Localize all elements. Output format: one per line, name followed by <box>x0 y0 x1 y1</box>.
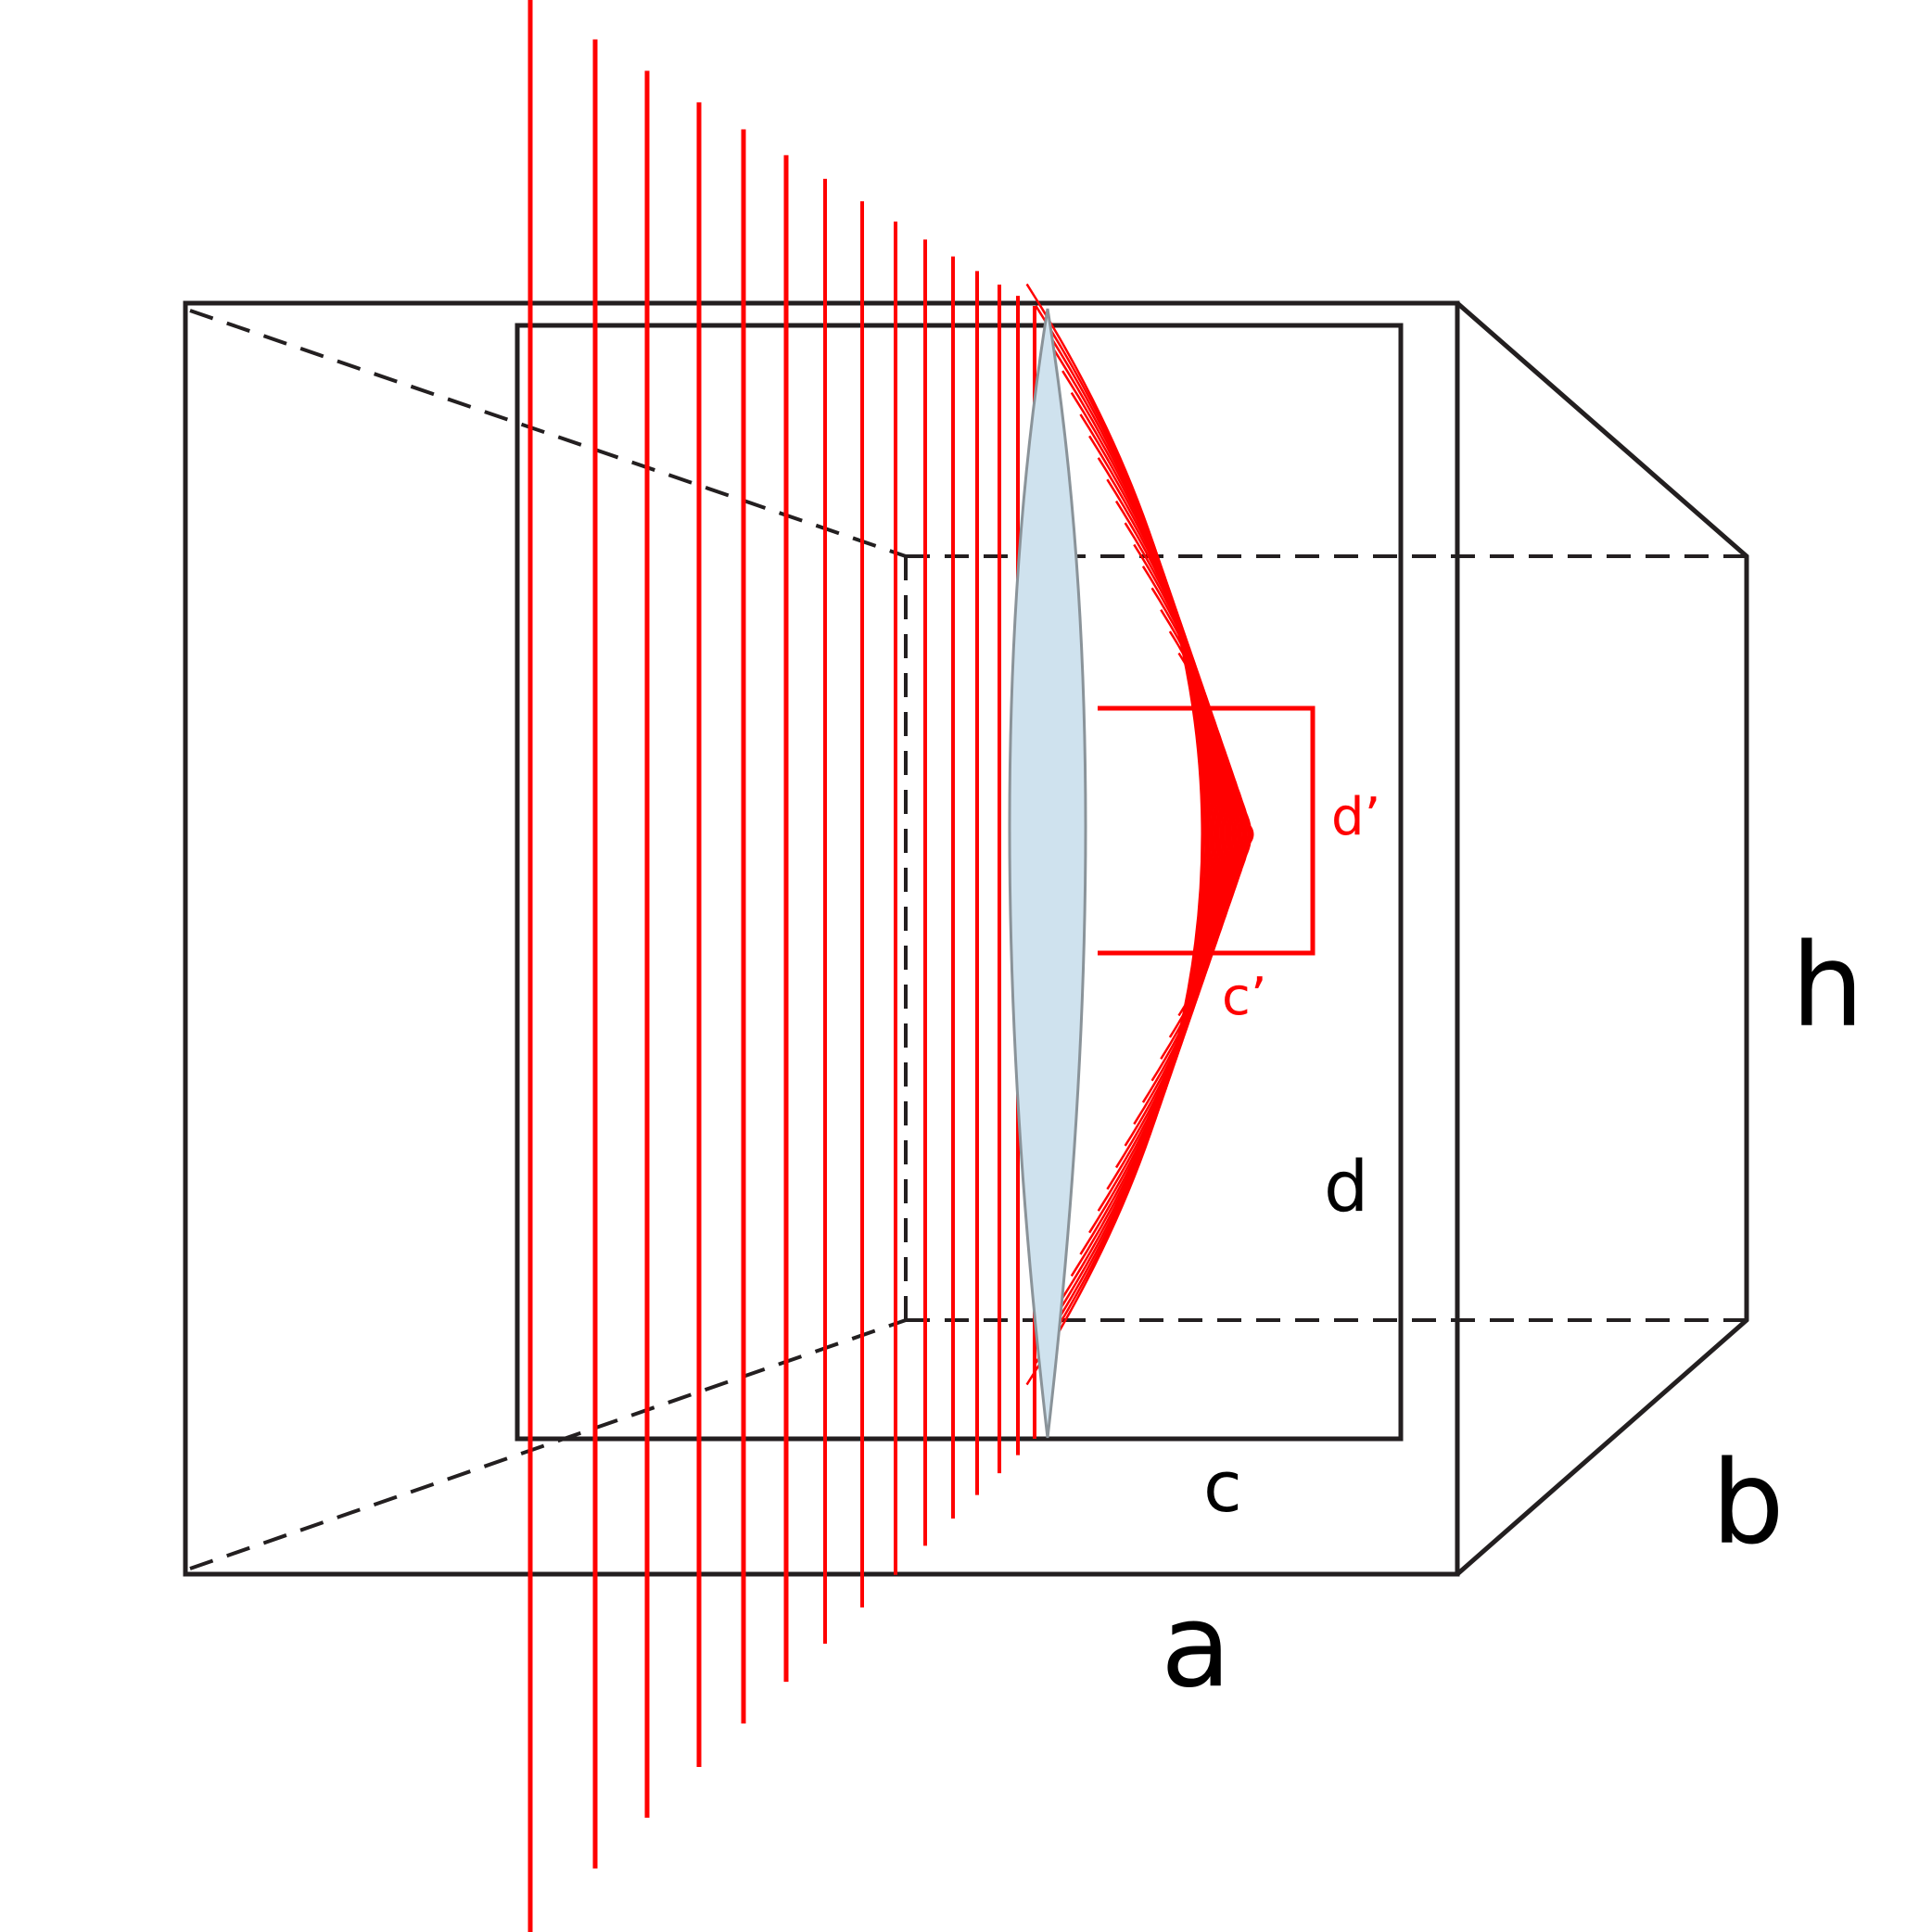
dashed-lower-diagonal <box>189 1318 907 1570</box>
label-b: b <box>1711 1437 1785 1570</box>
converging-wavefront-arc <box>1079 413 1216 1255</box>
converging-wavefront-arc <box>1061 370 1212 1299</box>
converging-wavefront-arc <box>1088 435 1218 1234</box>
converging-wavefront-arc <box>1070 391 1214 1277</box>
converging-wavefront-arc <box>1025 283 1203 1386</box>
label-c-prime: c’ <box>1222 967 1267 1027</box>
label-h: h <box>1791 920 1864 1053</box>
label-c: c <box>1203 1445 1242 1528</box>
label-d: d <box>1324 1145 1368 1227</box>
label-d-prime: d’ <box>1331 787 1380 847</box>
prism-right-face <box>1455 301 1749 1576</box>
converging-wavefronts <box>1025 283 1254 1386</box>
plane-wavefronts <box>527 0 1036 1932</box>
converging-wavefront-arc <box>1035 305 1206 1364</box>
converging-wavefront-arc <box>1097 457 1220 1212</box>
converging-wavefront-arc <box>1106 478 1222 1190</box>
label-a: a <box>1161 1580 1231 1713</box>
inner-rectangle <box>515 323 1404 1442</box>
image-rectangle <box>1098 705 1316 956</box>
dashed-lines <box>189 309 1747 1570</box>
converging-wavefront-arc <box>1052 349 1210 1320</box>
lens <box>1008 308 1087 1439</box>
converging-wavefront-arc <box>1043 326 1208 1342</box>
outer-box-front <box>183 300 1460 1577</box>
dashed-upper-diagonal <box>189 309 907 558</box>
